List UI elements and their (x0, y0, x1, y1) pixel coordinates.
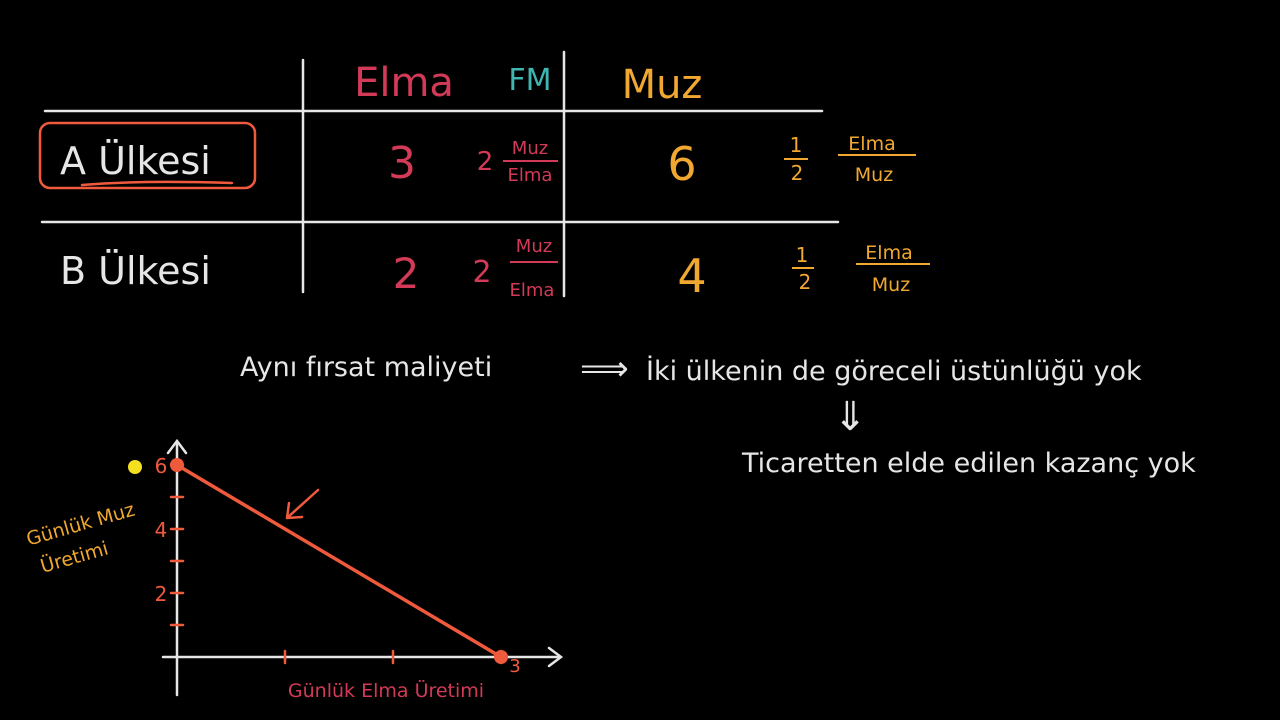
chart-axes (161, 438, 564, 697)
implies-arrow-icon: ⟹ (580, 349, 629, 389)
country-a-underline (80, 180, 234, 187)
country-b-apple-value: 2 (393, 249, 420, 298)
country-b-banana-unit-numerator: Elma (865, 242, 912, 264)
table-grid (40, 50, 840, 298)
country-a-banana-unit-denominator: Muz (855, 164, 893, 186)
country-a-label: A Ülkesi (60, 139, 211, 183)
header-banana: Muz (622, 62, 703, 108)
annotation-arrow-icon (285, 488, 320, 520)
country-a-banana-cost-numerator: 1 (790, 133, 803, 157)
no-comparative-advantage-note: İki ülkenin de göreceli üstünlüğü yok (646, 355, 1142, 387)
x-axis-label: Günlük Elma Üretimi (288, 679, 484, 702)
x-tick-label: 3 (509, 656, 520, 677)
y-tick-label: 2 (155, 582, 168, 606)
country-a-banana-cost-denominator: 2 (791, 161, 804, 185)
y-axis-arrow-icon (166, 438, 188, 455)
y-tick-label: 4 (155, 518, 168, 542)
country-b-apple-cost-numerator: Muz (516, 236, 552, 257)
down-arrow-icon: ⇓ (833, 394, 867, 440)
country-b-label: B Ülkesi (60, 249, 211, 293)
country-a-apple-cost-numerator: Muz (512, 138, 548, 159)
header-apple: Elma (354, 60, 454, 106)
country-b-banana-value: 4 (677, 249, 706, 303)
no-gain-from-trade-note: Ticaretten elde edilen kazanç yok (741, 448, 1196, 479)
x-axis-arrow-icon (547, 646, 564, 668)
country-a-apple-value: 3 (388, 138, 416, 189)
chart-ticks: 2 4 6 3 (155, 454, 521, 677)
ppf-endpoint (170, 458, 184, 472)
country-b-banana-cost-denominator: 2 (799, 270, 812, 294)
country-a-banana-unit-numerator: Elma (848, 133, 895, 155)
country-a-highlight-box (38, 121, 257, 190)
country-b-banana-cost-numerator: 1 (796, 243, 809, 267)
country-b-banana-unit-denominator: Muz (872, 274, 910, 296)
country-b-apple-cost-value: 2 (472, 255, 491, 290)
y-axis-label-line1: Günlük Muz (24, 499, 137, 551)
chart-series (128, 458, 508, 664)
header-fm: FM (508, 63, 551, 98)
country-a-banana-value: 6 (667, 137, 696, 191)
ppf-line (175, 463, 503, 659)
y-tick-label: 6 (155, 454, 168, 478)
same-opportunity-cost-note: Aynı fırsat maliyeti (240, 352, 492, 383)
ppf-endpoint (494, 650, 508, 664)
highlight-point (128, 460, 142, 474)
country-b-apple-cost-denominator: Elma (510, 280, 555, 301)
country-a-apple-cost-denominator: Elma (508, 165, 553, 186)
country-a-apple-cost-value: 2 (477, 147, 494, 177)
